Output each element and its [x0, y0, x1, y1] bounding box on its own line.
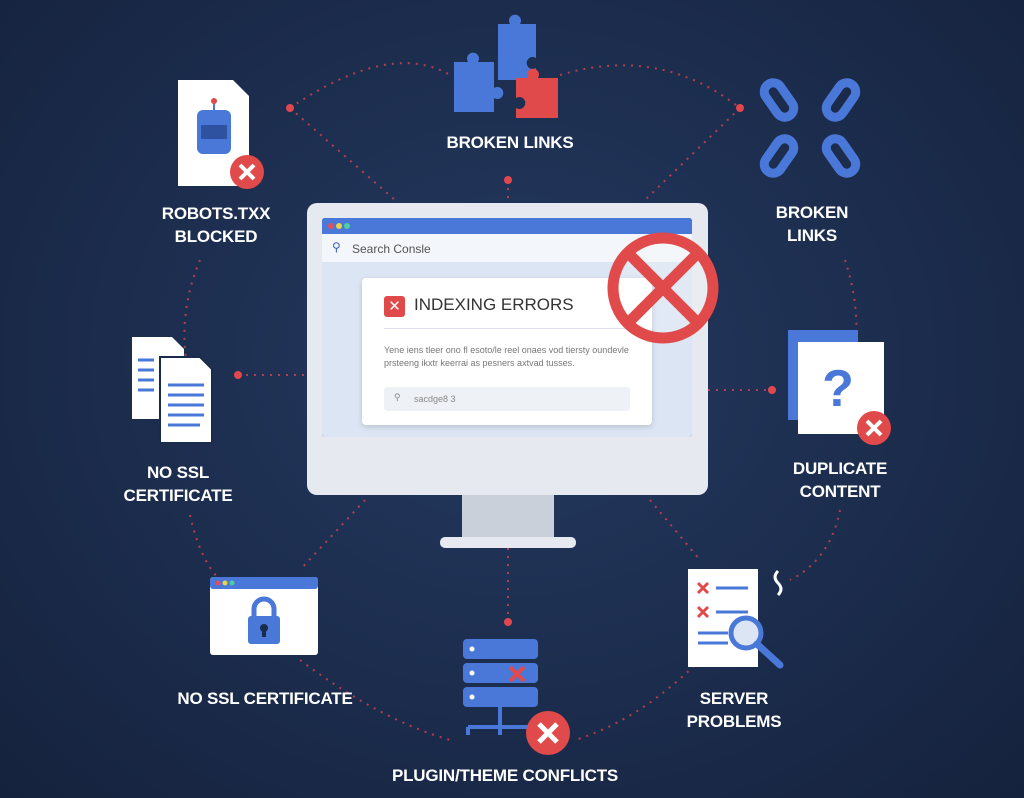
label-robots-line2: BLOCKED	[174, 227, 258, 246]
label-broken-links-right-2: LINKS	[786, 226, 838, 245]
svg-text:?: ?	[822, 360, 854, 418]
browser-titlebar	[322, 218, 692, 234]
prohibited-icon	[607, 232, 719, 344]
puzzle-icon	[454, 14, 558, 118]
label-duplicate-1: DUPLICATE	[792, 459, 888, 478]
report-search-icon	[688, 569, 784, 669]
documents-icon	[132, 337, 213, 444]
robot-file-icon	[178, 80, 264, 189]
indexing-errors-card: ✕ INDEXING ERRORS Yene iens tleer ono fl…	[362, 278, 652, 425]
search-label: Search Consle	[352, 242, 431, 256]
label-no-ssl-left-1: NO SSL	[146, 463, 210, 482]
label-server-problems-1: SERVER	[699, 689, 769, 708]
label-broken-links-right-1: BROKEN	[775, 203, 849, 222]
window-dot-red[interactable]	[328, 223, 334, 229]
card-title: INDEXING ERRORS	[414, 295, 574, 314]
monitor-neck	[462, 495, 554, 539]
divider	[384, 328, 630, 329]
label-plugin-conflicts: PLUGIN/THEME CONFLICTS	[391, 766, 619, 785]
window-dot-green[interactable]	[344, 223, 350, 229]
window-dot-yellow[interactable]	[336, 223, 342, 229]
card-text: Yene iens tleer ono fl esoto/le reel ona…	[384, 345, 629, 368]
error-x-icon: ✕	[384, 296, 405, 317]
label-no-ssl-left-2: CERTIFICATE	[123, 486, 233, 505]
monitor-base	[440, 537, 576, 548]
server-icon	[463, 639, 570, 755]
search-icon: ⚲	[394, 392, 401, 402]
label-robots-line1: ROBOTS.TXX	[161, 204, 271, 223]
broken-chain-icon	[759, 78, 861, 178]
browser-lock-icon	[210, 577, 318, 655]
search-icon: ⚲	[332, 240, 341, 254]
card-search-input[interactable]: ⚲ sacdge8 3	[384, 387, 630, 411]
card-input-value: sacdge8 3	[414, 394, 456, 404]
label-duplicate-2: CONTENT	[799, 482, 881, 501]
browser-window: ⚲ Search Consle ✕ INDEXING ERRORS Yene i…	[322, 218, 692, 437]
duplicate-question-icon: ?	[788, 330, 891, 445]
label-no-ssl-bottom: NO SSL CERTIFICATE	[177, 689, 353, 708]
label-server-problems-2: PROBLEMS	[686, 712, 782, 731]
label-broken-links-top: BROKEN LINKS	[446, 133, 574, 152]
